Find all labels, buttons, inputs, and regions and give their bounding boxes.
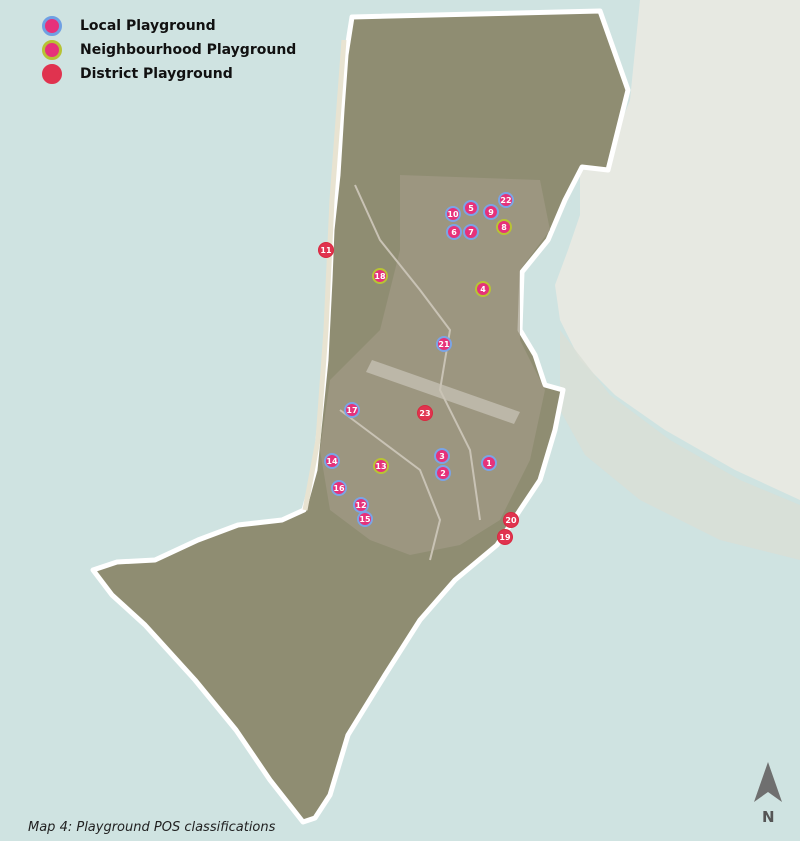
playground-marker-6[interactable]: 6 <box>446 224 462 240</box>
neighbourhood-playground-marker-icon <box>42 40 62 60</box>
playground-marker-21[interactable]: 21 <box>436 336 452 352</box>
playground-marker-11[interactable]: 11 <box>318 242 334 258</box>
playground-marker-15[interactable]: 15 <box>357 511 373 527</box>
playground-marker-7[interactable]: 7 <box>463 224 479 240</box>
playground-marker-10[interactable]: 10 <box>445 206 461 222</box>
road-secondary <box>339 409 442 561</box>
map-caption: Map 4: Playground POS classifications <box>28 820 276 835</box>
legend-item-local: Local Playground <box>42 14 296 38</box>
road-main <box>354 184 481 521</box>
airport-runway <box>366 360 520 424</box>
mudflats <box>560 330 800 560</box>
playground-marker-4[interactable]: 4 <box>475 281 491 297</box>
legend-label-neighbourhood: Neighbourhood Playground <box>80 42 297 58</box>
playground-marker-22[interactable]: 22 <box>498 192 514 208</box>
playground-marker-1[interactable]: 1 <box>481 455 497 471</box>
legend-label-district: District Playground <box>80 66 233 82</box>
local-playground-marker-icon <box>42 16 62 36</box>
playground-marker-19[interactable]: 19 <box>497 529 513 545</box>
playground-marker-16[interactable]: 16 <box>331 480 347 496</box>
beach-strip <box>302 39 347 511</box>
playground-marker-17[interactable]: 17 <box>344 402 360 418</box>
playground-marker-18[interactable]: 18 <box>372 268 388 284</box>
playground-marker-13[interactable]: 13 <box>373 458 389 474</box>
legend-item-district: District Playground <box>42 62 296 86</box>
map-legend: Local Playground Neighbourhood Playgroun… <box>42 14 296 86</box>
playground-marker-20[interactable]: 20 <box>503 512 519 528</box>
playground-marker-3[interactable]: 3 <box>434 448 450 464</box>
playground-marker-5[interactable]: 5 <box>463 200 479 216</box>
district-playground-marker-icon <box>42 64 62 84</box>
playground-marker-23[interactable]: 23 <box>417 405 433 421</box>
north-label: N <box>762 808 775 826</box>
north-arrow-icon <box>754 762 782 802</box>
playground-marker-8[interactable]: 8 <box>496 219 512 235</box>
playground-marker-14[interactable]: 14 <box>324 453 340 469</box>
mainland-east <box>340 0 800 500</box>
legend-label-local: Local Playground <box>80 18 216 34</box>
playground-marker-9[interactable]: 9 <box>483 204 499 220</box>
legend-item-neighbourhood: Neighbourhood Playground <box>42 38 296 62</box>
playground-marker-2[interactable]: 2 <box>435 465 451 481</box>
